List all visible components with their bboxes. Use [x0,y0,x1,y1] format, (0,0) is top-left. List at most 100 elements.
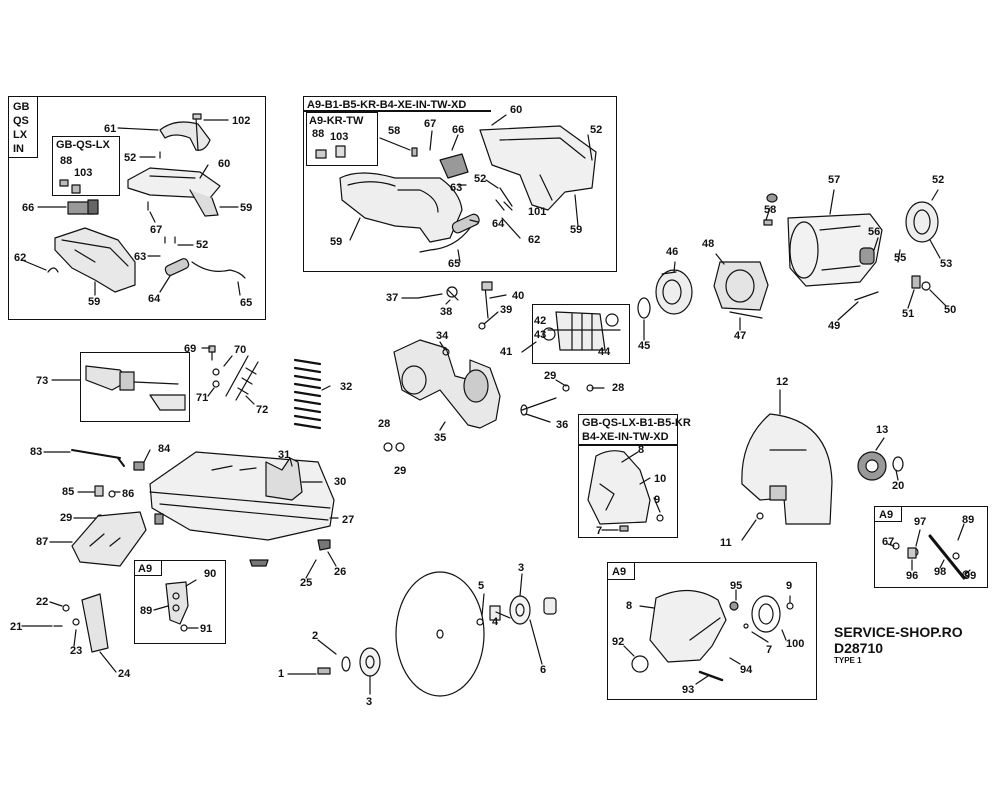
part-number: 10 [654,473,667,485]
part-number: 9 [786,580,793,592]
part-number: 9 [654,494,661,506]
part-number: 52 [932,174,945,186]
a9-small-label-box [134,560,162,576]
part-number: 7 [596,525,603,537]
part-number: 60 [510,104,523,116]
gb-guard-label-1: GB-QS-LX-B1-B5-KR [582,417,691,429]
clamp-box [80,352,190,422]
handle-assembly-a9 [315,114,597,263]
part-number: 86 [122,488,135,500]
a9-kr-tw-label: A9-KR-TW [309,115,364,127]
gear-part [857,437,904,481]
a9-right-parts [887,523,971,580]
part-number: 63 [134,251,147,263]
part-number: 41 [500,346,513,358]
part-number: 28 [378,418,391,430]
part-number: 55 [894,252,907,264]
a9-top-label-underline [303,110,491,112]
part-number: 42 [534,315,547,327]
part-number: 52 [474,173,487,185]
part-number: 66 [22,202,35,214]
upper-guard [741,389,833,541]
part-number: 65 [240,297,253,309]
part-number: 43 [534,329,547,341]
handle-assembly-gb [21,113,246,296]
part-number: 85 [62,486,75,498]
a9-small-label: A9 [138,563,153,575]
part-number: 103 [74,167,93,179]
part-number: 3 [366,696,373,708]
part-number: 8 [638,444,645,456]
part-number: 64 [148,293,161,305]
a9-right-label-box [874,506,902,522]
a9-top-region-box [303,96,617,272]
part-number: 52 [124,152,137,164]
gb-code-gb: GB [13,101,30,113]
part-number: 32 [340,381,353,393]
part-number: 51 [902,308,915,320]
part-number: 4 [492,616,499,628]
part-number: 29 [544,370,557,382]
clamp-assembly [51,345,331,430]
part-number: 59 [88,296,101,308]
part-number: 103 [330,131,349,143]
part-number: 1 [278,668,285,680]
part-number: 61 [104,123,117,135]
part-number: 34 [436,330,449,342]
gearbox-assembly [383,281,605,452]
part-number: 92 [612,636,625,648]
brand-site: SERVICE-SHOP.RO [834,624,963,640]
part-number: 38 [440,306,453,318]
part-number: 8 [626,600,633,612]
guard-a9 [623,589,794,685]
part-number: 60 [218,158,231,170]
part-number: 59 [240,202,253,214]
part-number: 88 [60,155,73,167]
a9-kr-tw-subbox [306,112,378,166]
part-number: 35 [434,432,447,444]
part-number: 2 [312,630,319,642]
part-number: 72 [256,404,269,416]
gb-guard-label-underline [578,444,678,446]
gb-code-lx: LX [13,129,28,141]
part-number: 56 [868,226,881,238]
part-number: 52 [590,124,603,136]
part-number: 13 [876,424,889,436]
part-number: 83 [30,446,43,458]
part-number: 50 [944,304,957,316]
part-number: 45 [638,340,651,352]
part-number: 40 [512,290,525,302]
part-number: 70 [234,344,247,356]
part-number: 84 [158,443,171,455]
part-number: 102 [232,115,251,127]
part-number: 44 [598,346,611,358]
armature-assembly [521,311,621,353]
armature-box [532,304,630,364]
part-number: 65 [448,258,461,270]
part-number: 62 [528,234,541,246]
part-number: 93 [682,684,695,696]
part-number: 67 [150,224,163,236]
part-number: 58 [764,204,777,216]
part-number: 57 [828,174,841,186]
part-number: 7 [766,644,773,656]
part-number: 24 [118,668,131,680]
gb-code-qs: QS [13,115,29,127]
a9-guard-label: A9 [612,566,627,578]
part-number: 22 [36,596,49,608]
part-number: 94 [740,664,753,676]
a9-small-box [134,560,226,644]
a9-guard-label-box [607,562,635,580]
part-number: 29 [394,465,407,477]
gb-code-in: IN [13,143,24,155]
part-number: 91 [200,623,213,635]
part-number: 29 [60,512,73,524]
a9-bracket [153,579,199,632]
part-number: 39 [500,304,513,316]
part-number: 37 [386,292,399,304]
brand-model: D28710 [834,640,884,656]
part-number: 66 [452,124,465,136]
a9-top-label: A9-B1-B5-KR-B4-XE-IN-TW-XD [307,99,467,111]
part-number: 87 [36,536,49,548]
